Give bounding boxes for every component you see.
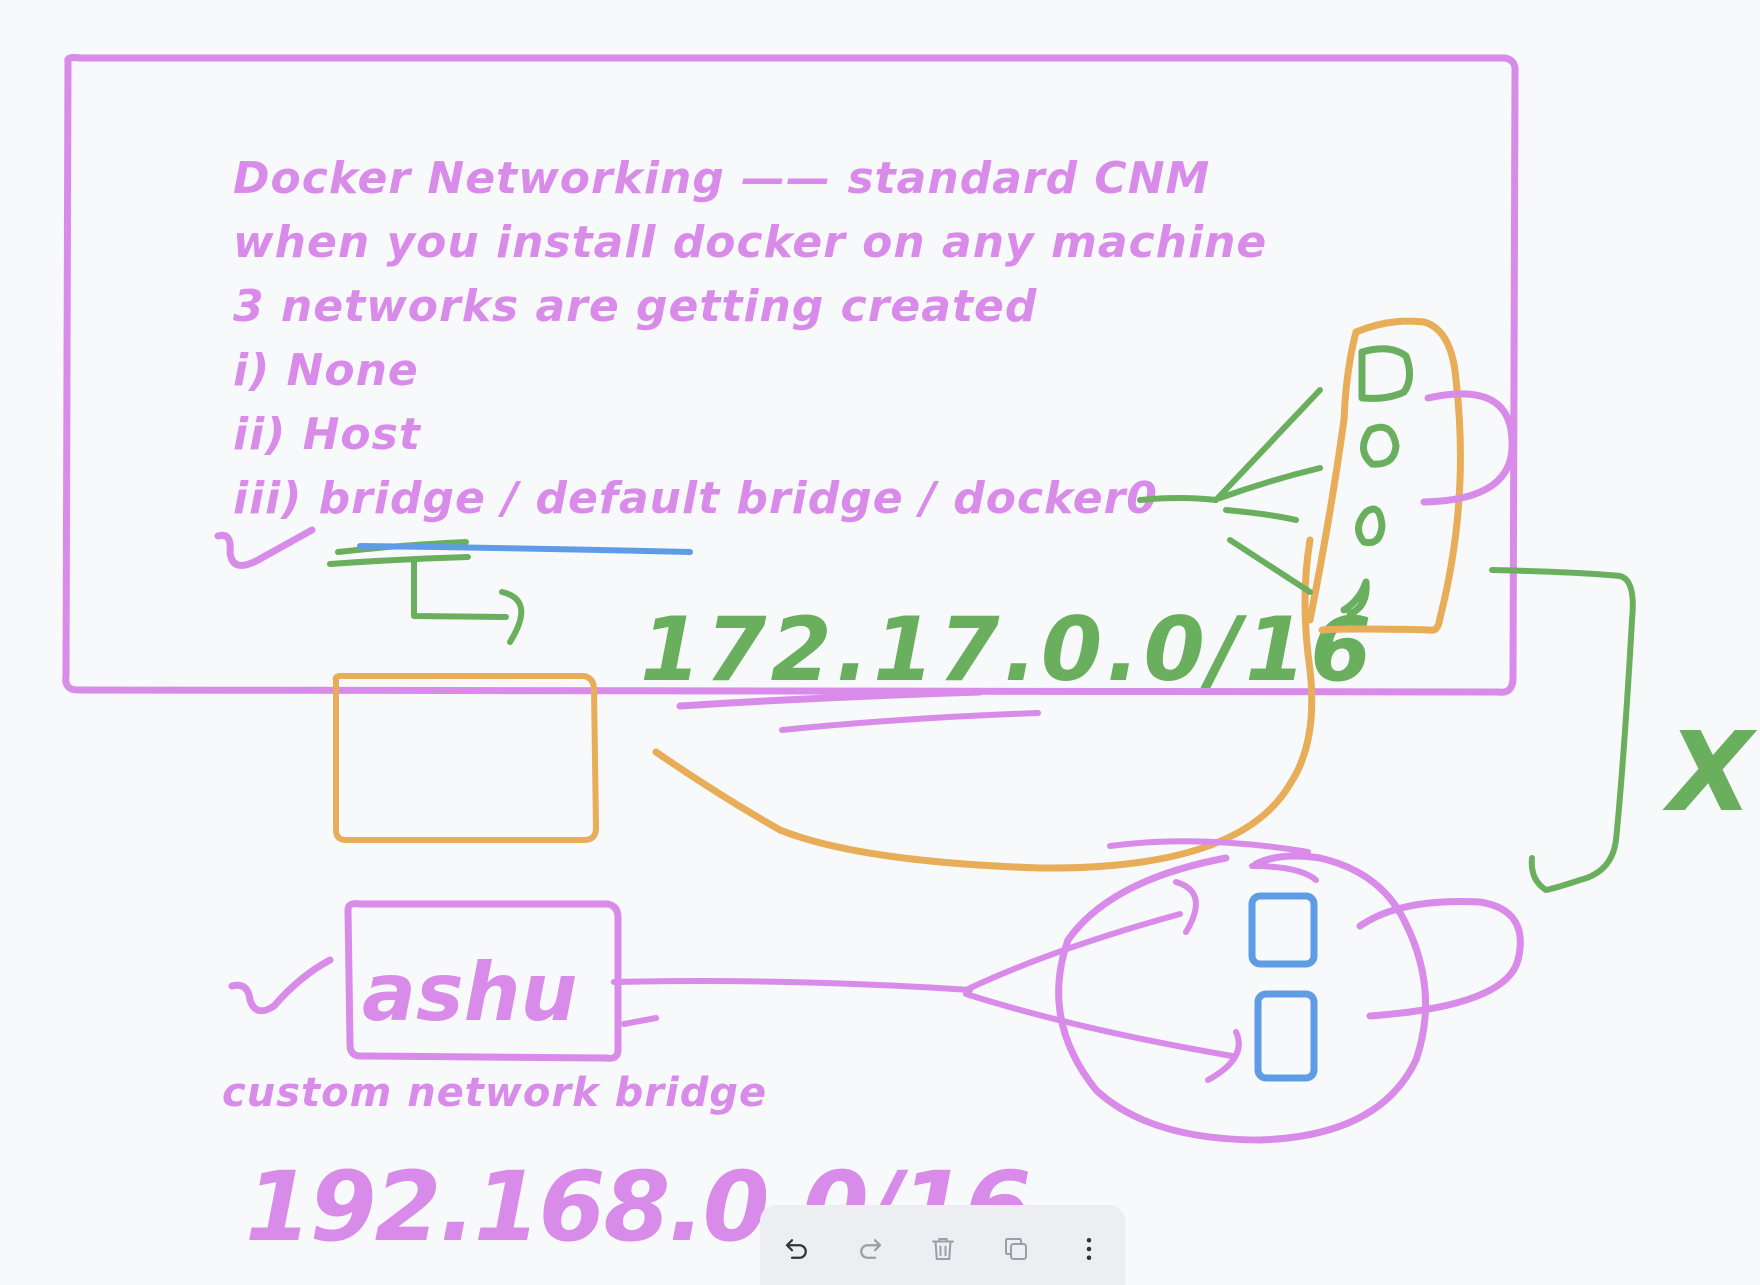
note-line-6: iii) bridge / default bridge / docker0 [233,473,1158,524]
custom-arrow-lower [963,991,1242,1083]
check-mark-ashu [228,956,334,1015]
ashu-dash [621,1015,659,1027]
bridge-underline-blue [357,543,693,555]
custom-arrow-upper [963,879,1199,993]
cross-connector [1489,567,1636,893]
custom-network-label: custom network bridge [222,1070,767,1116]
duplicate-icon [1004,1238,1027,1260]
note-line-5: ii) Host [233,409,422,460]
bridge-arrow [411,557,525,645]
more-icon [1086,1238,1091,1260]
subnet-underline-2 [779,710,1041,733]
check-mark-bridge [214,526,316,569]
orange-box[interactable] [332,672,599,843]
cross-mark: X [1662,708,1758,836]
undo-button[interactable] [777,1229,817,1269]
container-green-2[interactable] [1360,423,1400,468]
undo-icon [785,1239,807,1259]
container-green-4[interactable] [1340,578,1370,618]
bottom-toolbar [760,1205,1125,1285]
container-blue-2[interactable] [1254,990,1318,1082]
subnet-underline-1 [676,688,984,710]
docker0-connector [1137,387,1323,595]
duplicate-button[interactable] [996,1229,1036,1269]
more-button[interactable] [1069,1229,1109,1269]
main-frame[interactable] [62,54,1519,696]
redo-icon [859,1239,881,1259]
docker0-host-outline[interactable] [1306,317,1464,634]
circle-top-stroke [1107,838,1319,883]
container-blue-1[interactable] [1248,892,1318,968]
host-loop [1420,390,1516,506]
default-subnet: 172.17.0.0/16 [640,598,1376,701]
note-line-4: i) None [233,345,419,396]
container-green-1[interactable] [1358,345,1413,402]
redo-button[interactable] [850,1229,890,1269]
note-line-3: 3 networks are getting created [233,281,1037,332]
orange-link-curve [652,536,1316,872]
ashu-box[interactable] [344,900,622,1062]
ashu-label: ashu [362,946,578,1039]
ashu-connector [611,978,973,993]
delete-icon [931,1238,954,1260]
note-line-1: Docker Networking —— standard CNM [233,153,1210,204]
delete-button[interactable] [923,1229,963,1269]
circle-loop [1356,898,1524,1020]
note-line-2: when you install docker on any machine [233,217,1267,268]
container-green-3[interactable] [1355,505,1386,547]
custom-network-circle[interactable] [1055,852,1430,1144]
